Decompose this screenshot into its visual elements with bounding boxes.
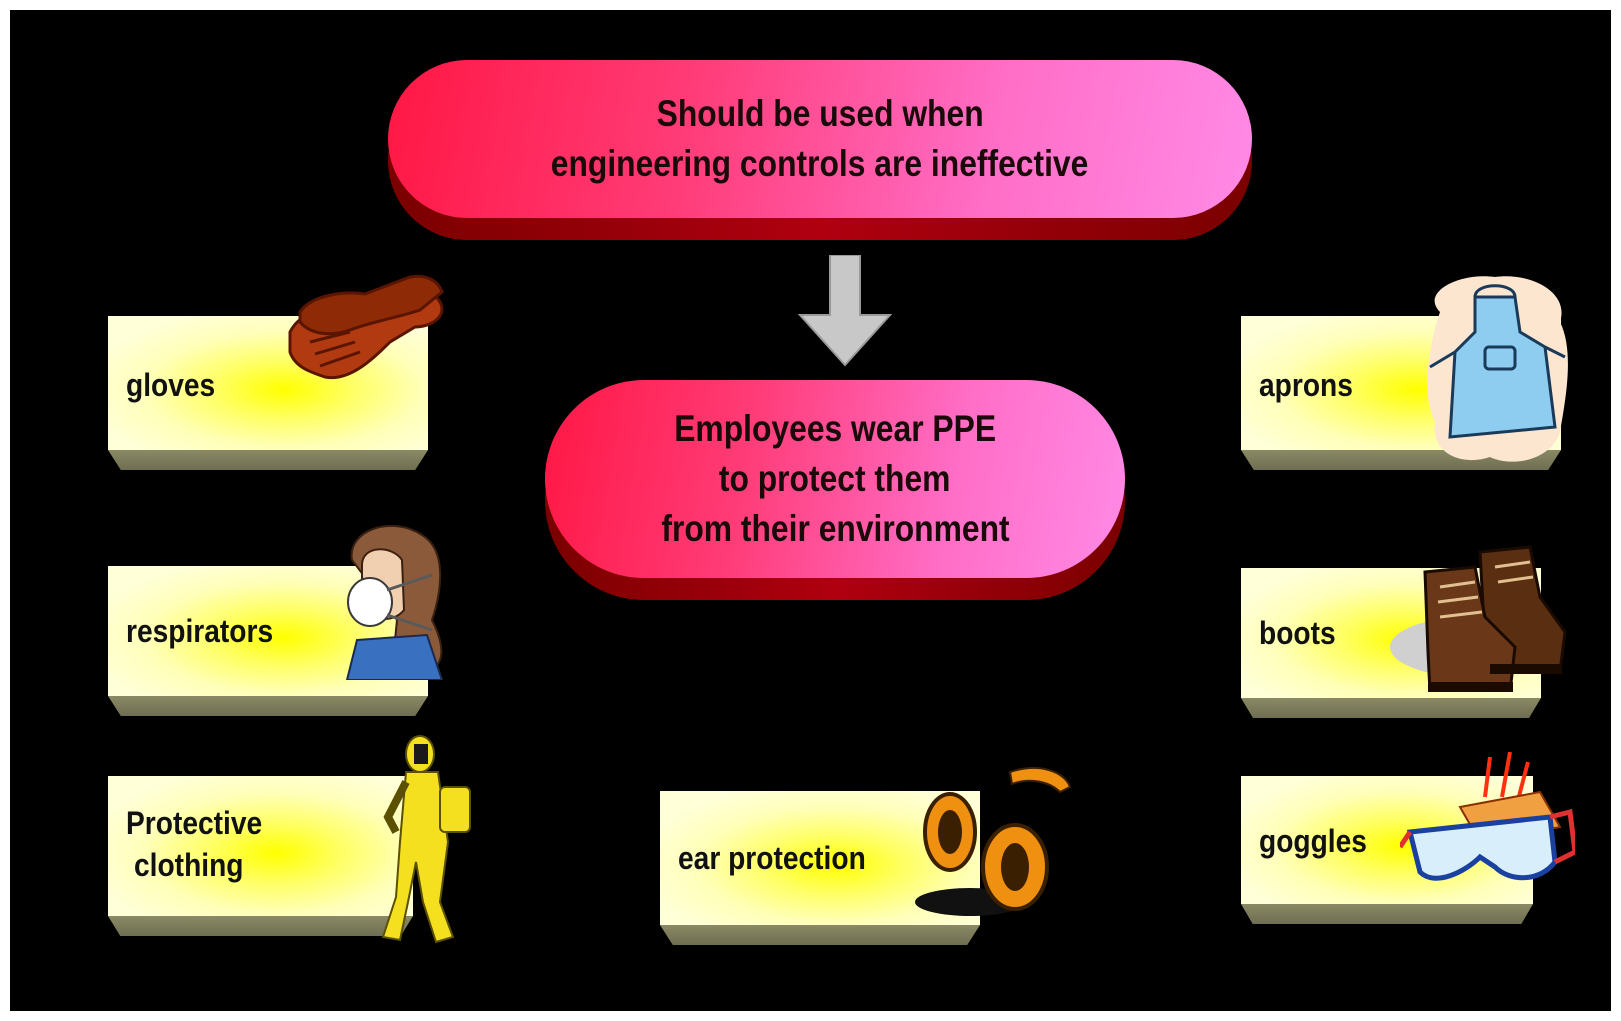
- boots-icon: [1390, 545, 1567, 692]
- respirator-person-icon: [345, 525, 444, 680]
- boots-label: boots: [1259, 615, 1336, 651]
- apron-icon: [1427, 276, 1568, 462]
- slide: Should be used when engineering controls…: [10, 10, 1611, 1011]
- protective-clothing-box-face: [108, 776, 413, 916]
- boots-box-base: [1241, 698, 1541, 718]
- center-bubble: Employees wear PPE to protect them from …: [545, 380, 1125, 600]
- gloves-box: gloves: [108, 316, 428, 470]
- protective-clothing-box: Protective clothing: [108, 776, 413, 936]
- ear-muffs-icon: [915, 767, 1072, 916]
- respirators-label: respirators: [126, 613, 274, 649]
- center-bubble-face: Employees wear PPE to protect them from …: [545, 380, 1125, 578]
- respirators-box-base: [108, 696, 428, 716]
- gloves-icon: [288, 274, 444, 380]
- ear-protection-label: ear protection: [678, 840, 866, 876]
- ear-protection-box-base: [660, 925, 980, 945]
- gloves-box-base: [108, 450, 428, 470]
- aprons-label: aprons: [1259, 367, 1353, 403]
- goggles-icon: [1400, 752, 1575, 881]
- protective-clothing-box-base: [108, 916, 413, 936]
- center-bubble-line3: from their environment: [660, 508, 1010, 549]
- center-bubble-line2: to protect them: [719, 458, 951, 499]
- hazmat-suit-icon: [381, 735, 471, 944]
- top-bubble: Should be used when engineering controls…: [388, 60, 1252, 240]
- top-bubble-line2: engineering controls are ineffective: [551, 143, 1089, 184]
- top-bubble-line1: Should be used when: [656, 93, 984, 134]
- goggles-box-base: [1241, 904, 1533, 924]
- gloves-label: gloves: [126, 367, 216, 403]
- center-bubble-line1: Employees wear PPE: [674, 408, 996, 449]
- protective-clothing-label-line2: clothing: [134, 847, 244, 883]
- goggles-label: goggles: [1259, 823, 1367, 859]
- down-arrow-icon: [797, 255, 893, 367]
- top-bubble-face: Should be used when engineering controls…: [388, 60, 1252, 218]
- protective-clothing-label-line1: Protective: [126, 805, 263, 841]
